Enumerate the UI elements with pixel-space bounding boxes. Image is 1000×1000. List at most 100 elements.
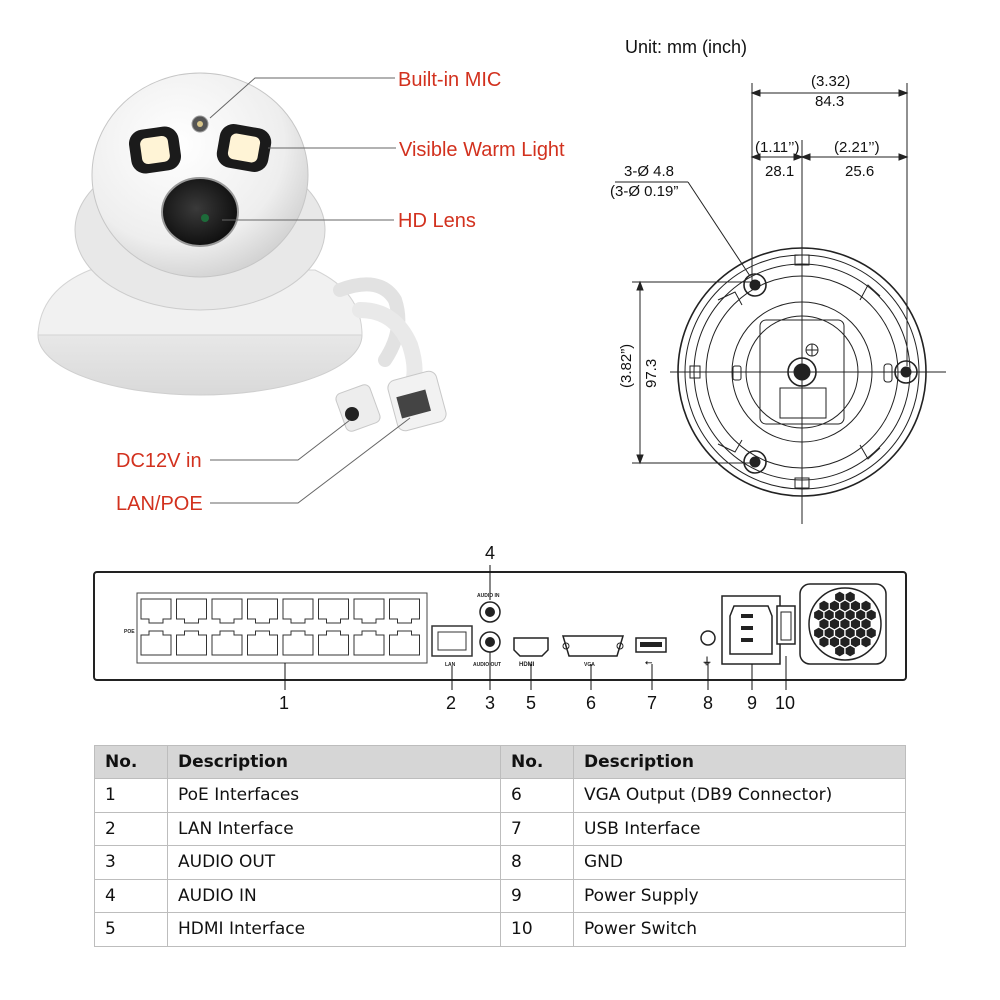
callout-dc12v: DC12V in — [116, 450, 202, 472]
callout-hd-lens: HD Lens — [398, 210, 476, 232]
dim-height-mm: 97.3 — [643, 359, 660, 388]
fan-grille-cell — [844, 644, 857, 658]
cell-description: LAN Interface — [167, 811, 501, 846]
port-number-1: 1 — [279, 693, 289, 713]
port-number-3: 3 — [485, 693, 495, 713]
port-number-6: 6 — [586, 693, 596, 713]
table-row: 3 AUDIO OUT 8 GND — [94, 845, 906, 880]
diagram-canvas: Built-in MIC Visible Warm Light HD Lens … — [37, 37, 946, 713]
fan-grille-cell — [860, 635, 872, 649]
cell-no: 4 — [94, 878, 168, 913]
poe-port — [353, 598, 385, 624]
usb-icon: ⭠ — [645, 657, 653, 667]
cell-description: USB Interface — [573, 811, 906, 846]
cell-description: HDMI Interface — [167, 912, 501, 947]
cell-no: 7 — [500, 811, 574, 846]
poe-port — [140, 630, 172, 656]
cell-description: VGA Output (DB9 Connector) — [573, 778, 906, 813]
cell-description: AUDIO IN — [167, 878, 501, 913]
poe-port — [318, 598, 349, 624]
table-header-row: No. Description No. Description — [94, 745, 906, 779]
lan-port-label: LAN — [445, 662, 456, 668]
poe-port — [389, 630, 420, 656]
cell-no: 10 — [500, 912, 574, 947]
cell-no: 2 — [94, 811, 168, 846]
poe-port — [318, 630, 349, 656]
port-number-8: 8 — [703, 693, 713, 713]
cell-description: PoE Interfaces — [167, 778, 501, 813]
port-number-2: 2 — [446, 693, 456, 713]
table-row: 1 PoE Interfaces 6 VGA Output (DB9 Conne… — [94, 778, 906, 813]
cell-no: 1 — [94, 778, 168, 813]
interface-table: No. Description No. Description 1 PoE In… — [94, 745, 906, 947]
port-number-9: 9 — [747, 693, 757, 713]
dim-width-inch: (3.32) — [811, 73, 850, 90]
dim-hole-mm: 3-Ø 4.8 — [624, 163, 674, 180]
table-row: 4 AUDIO IN 9 Power Supply — [94, 878, 906, 913]
camera-dome — [91, 72, 309, 278]
dim-right-mm: 25.6 — [845, 163, 874, 180]
port-number-5: 5 — [526, 693, 536, 713]
fan-grille-cell — [818, 635, 830, 649]
header-description-left: Description — [167, 745, 501, 779]
cell-description: Power Supply — [573, 878, 906, 913]
cooling-fan — [799, 583, 887, 665]
hdmi-port — [513, 637, 549, 657]
header-no-left: No. — [94, 745, 168, 779]
callout-builtin-mic: Built-in MIC — [398, 69, 501, 91]
cell-no: 5 — [94, 912, 168, 947]
poe-ports — [140, 598, 420, 656]
callout-lan-poe: LAN/POE — [116, 493, 203, 515]
port-number-4: 4 — [485, 543, 495, 563]
header-description-right: Description — [573, 745, 906, 779]
cell-no: 9 — [500, 878, 574, 913]
poe-port — [389, 598, 420, 624]
dim-hole-inch: (3-Ø 0.19” — [610, 183, 678, 200]
poe-port — [282, 598, 314, 624]
hdmi-label: HDMI — [519, 662, 535, 668]
poe-port — [282, 630, 314, 656]
poe-port — [353, 630, 385, 656]
poe-port — [247, 630, 278, 656]
port-leaders — [284, 565, 787, 690]
callout-leaders — [209, 77, 411, 504]
hd-lens — [161, 177, 239, 247]
header-no-right: No. — [500, 745, 574, 779]
port-number-10: 10 — [775, 693, 795, 713]
cell-no: 8 — [500, 845, 574, 880]
cell-description: Power Switch — [573, 912, 906, 947]
poe-port — [140, 598, 172, 624]
poe-label: POE — [124, 629, 135, 635]
dome-camera — [37, 72, 447, 432]
dim-right-inch: (2.21’’) — [834, 139, 880, 156]
cell-description: AUDIO OUT — [167, 845, 501, 880]
port-number-7: 7 — [647, 693, 657, 713]
poe-port — [211, 598, 243, 624]
dim-width-mm: 84.3 — [815, 93, 844, 110]
poe-port — [176, 630, 207, 656]
unit-label: Unit: mm (inch) — [625, 37, 747, 57]
vga-port — [561, 635, 625, 657]
cell-description: GND — [573, 845, 906, 880]
gnd-terminal — [700, 630, 716, 646]
poe-port-block — [136, 592, 428, 664]
audio-out-label: AUDIO OUT — [473, 662, 501, 668]
poe-port — [247, 598, 278, 624]
audio-in-label: AUDIO IN — [477, 593, 500, 599]
poe-port — [176, 598, 207, 624]
vga-label: VGA — [584, 662, 595, 668]
cable-dc — [333, 277, 406, 367]
table-row: 2 LAN Interface 7 USB Interface — [94, 811, 906, 846]
fan-grille-cell — [833, 644, 846, 658]
gnd-icon: ⏚ — [702, 656, 712, 668]
dc-connector — [335, 384, 381, 432]
callout-warm-light: Visible Warm Light — [399, 139, 565, 161]
cell-no: 3 — [94, 845, 168, 880]
dim-height-inch: (3.82”) — [618, 344, 635, 388]
mount-drawing — [615, 83, 946, 524]
poe-port — [211, 630, 243, 656]
dim-left-mm: 28.1 — [765, 163, 794, 180]
cell-no: 6 — [500, 778, 574, 813]
table-row: 5 HDMI Interface 10 Power Switch — [94, 912, 906, 947]
dim-left-inch: (1.11’’) — [755, 139, 799, 156]
